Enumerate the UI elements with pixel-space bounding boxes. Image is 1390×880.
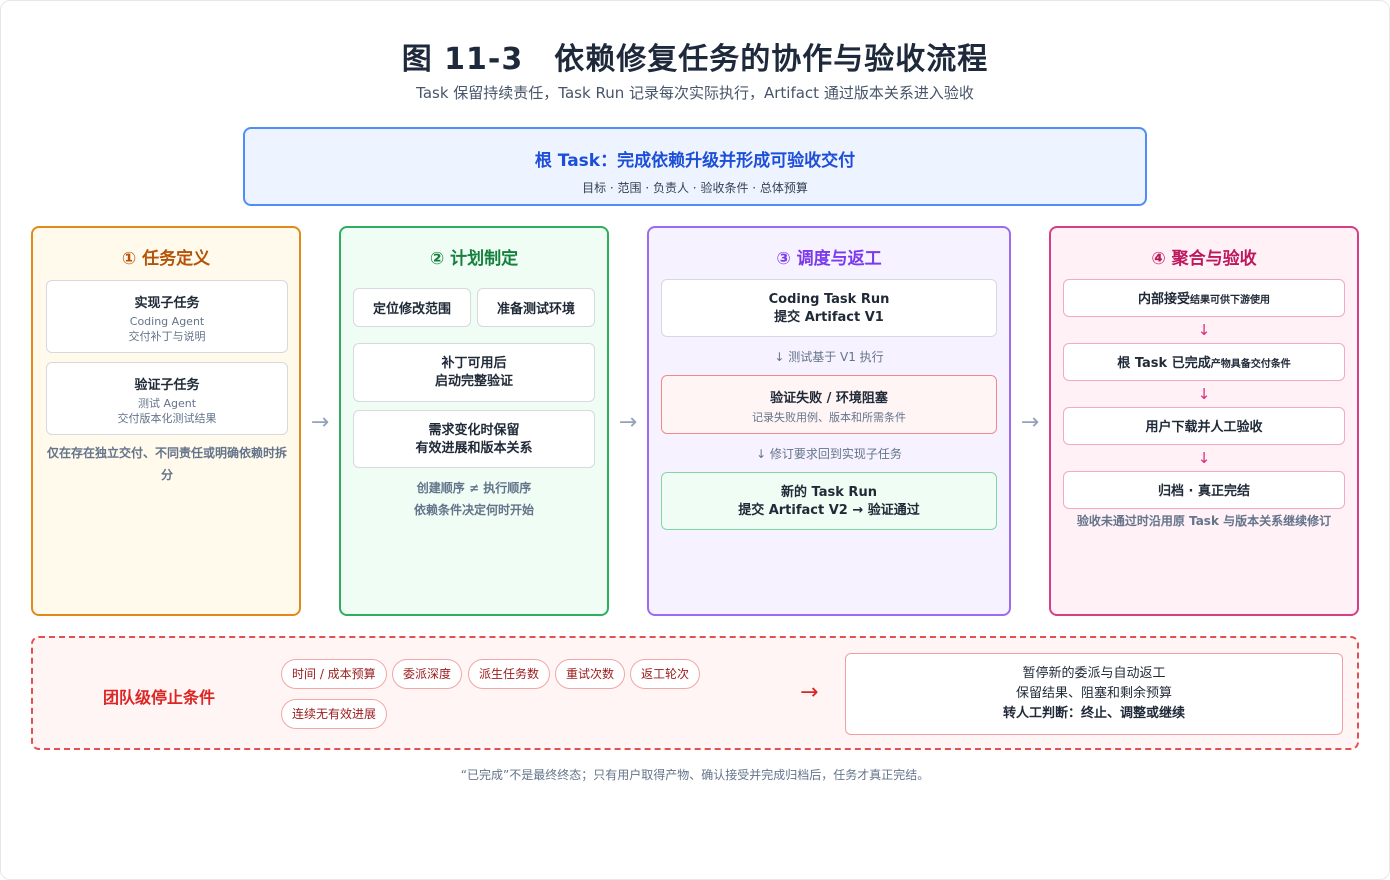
chip-delegation-depth: 委派深度 [392, 659, 463, 689]
stop-actions-box: 暂停新的委派与自动返工 保留结果、阻塞和剩余预算 转人工判断：终止、调整或继续 [845, 653, 1343, 735]
card-main: 内部接受 [1137, 292, 1190, 307]
card-line: 启动完整验证 [434, 374, 513, 389]
card-title: 定位修改范围 [372, 302, 451, 317]
card-line: 有效进展和版本关系 [415, 441, 533, 456]
preserve-progress-card: 需求变化时保留 有效进展和版本关系 [353, 410, 595, 468]
root-task-box: 根 Task：完成依赖升级并形成可验收交付 目标 · 范围 · 负责人 · 验收… [243, 127, 1147, 206]
stage-title: ② 计划制定 [429, 249, 519, 269]
figure-title: 图 11-3 依赖修复任务的协作与验收流程 [401, 42, 989, 77]
card-main: 根 Task 已完成 [1117, 356, 1211, 371]
step-revise: ↓ 修订要求回到实现子任务 [756, 447, 902, 461]
start-verification-card: 补丁可用后 启动完整验证 [353, 343, 595, 402]
card-line: Coding Task Run [768, 292, 890, 307]
chip-rework-rounds: 返工轮次 [630, 659, 701, 689]
stop-arrow-icon: → [800, 680, 819, 705]
flow-arrow-icon: → [1020, 410, 1040, 435]
prepare-test-env-card: 准备测试环境 [477, 288, 595, 327]
stage-scheduling-rework: ③ 调度与返工 Coding Task Run 提交 Artifact V1 ↓… [647, 226, 1011, 616]
stage-aggregation-acceptance: ④ 聚合与验收 内部接受结果可供下游使用 ↓ 根 Task 已完成产物具备交付条… [1049, 226, 1359, 616]
dependency-note: 依赖条件决定何时开始 [413, 503, 534, 517]
archive-card: 归档 · 真正完结 [1063, 471, 1345, 509]
card-line: 提交 Artifact V1 [774, 310, 884, 325]
card-deliverable: 交付版本化测试结果 [117, 412, 217, 425]
locate-scope-card: 定位修改范围 [353, 288, 471, 327]
implementation-subtask-card: 实现子任务 Coding Agent 交付补丁与说明 [46, 280, 288, 353]
card-deliverable: 交付补丁与说明 [128, 330, 206, 343]
team-stop-conditions: 团队级停止条件 时间 / 成本预算 委派深度 派生任务数 重试次数 返工轮次 连… [31, 636, 1359, 750]
root-complete-card: 根 Task 已完成产物具备交付条件 [1063, 343, 1345, 381]
card-detail: 记录失败用例、版本和所需条件 [752, 411, 906, 424]
order-note: 创建顺序 ≠ 执行顺序 [416, 481, 532, 495]
stage-title: ① 任务定义 [121, 249, 211, 269]
card-line: 需求变化时保留 [428, 423, 520, 438]
coding-run-card: Coding Task Run 提交 Artifact V1 [661, 279, 997, 337]
arrow-down-icon: ↓ [1197, 449, 1211, 467]
arrow-down-icon: ↓ [1197, 385, 1211, 403]
rework-note: 验收未通过时沿用原 Task 与版本关系继续修订 [1076, 514, 1332, 528]
card-title: 验证失败 / 环境阻塞 [770, 391, 888, 406]
chip-budget: 时间 / 成本预算 [281, 659, 387, 689]
stop-action: 保留结果、阻塞和剩余预算 [1015, 686, 1172, 701]
verification-subtask-card: 验证子任务 测试 Agent 交付版本化测试结果 [46, 362, 288, 435]
card-agent: 测试 Agent [137, 397, 197, 410]
stage-task-definition: ① 任务定义 实现子任务 Coding Agent 交付补丁与说明 验证子任务 … [31, 226, 301, 616]
stage-title: ③ 调度与返工 [776, 249, 882, 269]
flow-arrow-icon: → [310, 410, 330, 435]
flow-arrow-icon: → [618, 410, 638, 435]
arrow-down-icon: ↓ [1197, 321, 1211, 339]
step-test-v1: ↓ 测试基于 V1 执行 [774, 350, 884, 364]
figure-subtitle: Task 保留持续责任，Task Run 记录每次实际执行，Artifact 通… [416, 84, 974, 102]
card-agent: Coding Agent [129, 315, 205, 328]
root-task-attributes: 目标 · 范围 · 负责人 · 验收条件 · 总体预算 [582, 181, 808, 195]
card-title: 验证子任务 [134, 378, 200, 393]
card-main: 用户下载并人工验收 [1145, 420, 1263, 435]
footer-note: “已完成”不是最终终态；只有用户取得产物、确认接受并完成归档后，任务才真正完结。 [460, 768, 930, 782]
stage-title: ④ 聚合与验收 [1151, 249, 1257, 269]
chip-retries: 重试次数 [555, 659, 626, 689]
stop-conditions-label: 团队级停止条件 [103, 688, 216, 707]
split-rule-note: 仅在存在独立交付、不同责任或明确依赖时拆分 [46, 446, 287, 482]
card-main: 归档 · 真正完结 [1158, 484, 1250, 499]
verification-failed-card: 验证失败 / 环境阻塞 记录失败用例、版本和所需条件 [661, 375, 997, 434]
stop-action: 暂停新的委派与自动返工 [1022, 666, 1166, 681]
user-acceptance-card: 用户下载并人工验收 [1063, 407, 1345, 445]
stop-action: 转人工判断：终止、调整或继续 [1002, 706, 1185, 721]
internal-accept-card: 内部接受结果可供下游使用 [1063, 279, 1345, 317]
stage-planning: ② 计划制定 定位修改范围 准备测试环境 补丁可用后 启动完整验证 需求变化时保… [339, 226, 609, 616]
card-title: 准备测试环境 [496, 302, 575, 317]
card-line: 新的 Task Run [781, 485, 877, 500]
card-title: 实现子任务 [134, 296, 200, 311]
card-line: 补丁可用后 [441, 356, 507, 371]
root-task-title: 根 Task：完成依赖升级并形成可验收交付 [534, 151, 856, 171]
new-run-card: 新的 Task Run 提交 Artifact V2 → 验证通过 [661, 472, 997, 530]
chip-derived-tasks: 派生任务数 [468, 659, 551, 689]
card-line: 提交 Artifact V2 → 验证通过 [738, 503, 920, 518]
chip-no-progress: 连续无有效进展 [281, 699, 388, 729]
card-detail: 结果可供下游使用 [1190, 295, 1270, 306]
card-detail: 产物具备交付条件 [1210, 359, 1291, 370]
